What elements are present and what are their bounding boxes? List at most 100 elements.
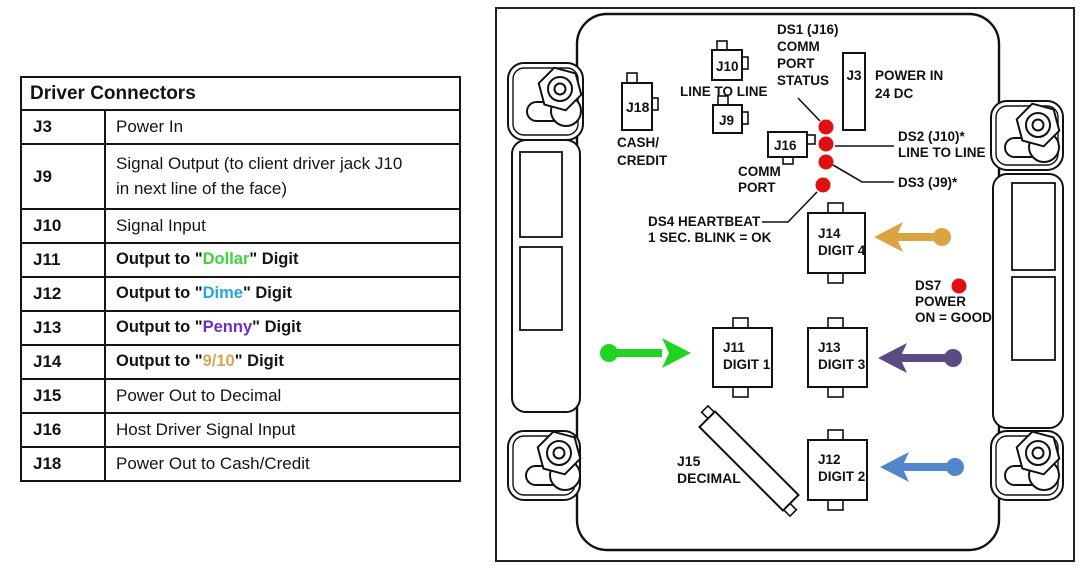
connector-j11: J11 DIGIT 1	[712, 317, 773, 398]
connector-j14: J14 DIGIT 4	[807, 202, 866, 284]
svg-text:DS7: DS7	[915, 278, 941, 293]
connector-label: DIGIT 1	[723, 357, 771, 372]
connector-id: J12	[818, 452, 841, 467]
table-row-j10: J10 Signal Input	[20, 208, 461, 244]
table-row-j16: J16 Host Driver Signal Input	[20, 412, 461, 448]
side-strip-left	[511, 139, 581, 413]
colored-word: Dime	[202, 284, 243, 303]
jack-cell: J18	[20, 446, 106, 482]
connector-id: J11	[723, 340, 745, 355]
table-row-j15: J15 Power Out to Decimal	[20, 378, 461, 414]
svg-text:DS2 (J10)*: DS2 (J10)*	[898, 129, 966, 144]
jack-cell: J10	[20, 208, 106, 244]
svg-text:1 SEC. BLINK = OK: 1 SEC. BLINK = OK	[648, 230, 772, 245]
connector-j12: J12 DIGIT 2	[807, 429, 868, 511]
jack-cell: J3	[20, 109, 106, 145]
led-ds4-label: DS4 HEARTBEAT 1 SEC. BLINK = OK	[648, 191, 818, 245]
led-ds7-label: DS7 POWER ON = GOOD	[915, 278, 992, 325]
connector-label: CREDIT	[617, 153, 668, 168]
svg-text:ON = GOOD: ON = GOOD	[915, 310, 992, 325]
colored-word: Penny	[202, 318, 253, 337]
desc-cell: Power In	[104, 109, 461, 145]
connector-label: DIGIT 3	[818, 357, 866, 372]
desc-cell: Signal Input	[104, 208, 461, 244]
connector-label: DIGIT 4	[818, 243, 866, 258]
table-row-j13: J13 Output to "Penny" Digit	[20, 310, 461, 346]
svg-text:STATUS: STATUS	[777, 73, 829, 88]
led-ds3-label: DS3 (J9)*	[832, 164, 958, 190]
connector-id: J18	[626, 99, 650, 115]
svg-text:PORT: PORT	[777, 56, 815, 71]
mounting-ear-top-left	[507, 62, 584, 141]
table-row-j11: J11 Output to "Dollar" Digit	[20, 242, 461, 278]
table-header-row: Driver Connectors	[20, 76, 461, 111]
table-row-j14: J14 Output to "9/10" Digit	[20, 344, 461, 380]
jack-cell: J12	[20, 276, 106, 312]
connector-id: J10	[716, 59, 739, 74]
desc-cell: Power Out to Cash/Credit	[104, 446, 461, 482]
arrow-digit2	[880, 452, 964, 482]
desc-cell: Host Driver Signal Input	[104, 412, 461, 448]
driver-connectors-table: Driver Connectors J3 Power In J9 Signal …	[20, 76, 461, 482]
colored-word: 9/10	[202, 352, 235, 371]
jack-cell: J11	[20, 242, 106, 278]
driver-board-diagram: J18 CASH/ CREDIT J10 LINE TO LINE J9 J16…	[495, 7, 1075, 562]
connector-id: J3	[846, 68, 862, 83]
slot-window	[1011, 182, 1056, 271]
callout-line	[762, 191, 818, 223]
led-ds1-label: DS1 (J16) COMM PORT STATUS	[777, 22, 839, 122]
connector-j16: J16 COMM PORT	[738, 131, 816, 195]
callout-line	[797, 97, 821, 122]
led-ds2	[818, 136, 834, 152]
connector-label: CASH/	[617, 135, 659, 150]
desc-cell: Output to "Penny" Digit	[104, 310, 461, 346]
arrow-digit1	[600, 338, 691, 368]
mounting-ear-bottom-right	[990, 430, 1064, 501]
led-ds4	[815, 177, 831, 193]
connector-label: LINE TO LINE	[680, 84, 768, 99]
connector-j9: J9	[712, 95, 749, 134]
table-row-j3: J3 Power In	[20, 109, 461, 145]
mounting-ear-bottom-left	[507, 430, 582, 501]
connector-label: PORT	[738, 180, 776, 195]
side-strip-right	[992, 173, 1064, 429]
connector-j15: J15 DECIMAL	[677, 404, 800, 518]
svg-text:POWER: POWER	[915, 294, 966, 309]
colored-word: Dollar	[202, 250, 250, 269]
connector-label: 24 DC	[875, 86, 914, 101]
desc-cell: Output to "9/10" Digit	[104, 344, 461, 380]
jack-cell: J16	[20, 412, 106, 448]
led-ds2-label: DS2 (J10)* LINE TO LINE	[835, 129, 986, 160]
desc-cell: Power Out to Decimal	[104, 378, 461, 414]
table-title: Driver Connectors	[20, 76, 461, 111]
svg-text:DS4 HEARTBEAT: DS4 HEARTBEAT	[648, 214, 761, 229]
table-row-j12: J12 Output to "Dime" Digit	[20, 276, 461, 312]
jack-cell: J14	[20, 344, 106, 380]
svg-text:DS1 (J16): DS1 (J16)	[777, 22, 839, 37]
led-ds7	[951, 278, 967, 294]
table-row-j9: J9 Signal Output (to client driver jack …	[20, 143, 461, 210]
connector-id: J9	[719, 113, 734, 128]
connector-id: J14	[818, 226, 841, 241]
led-ds3	[818, 154, 834, 170]
svg-text:COMM: COMM	[777, 39, 820, 54]
table-row-j18: J18 Power Out to Cash/Credit	[20, 446, 461, 482]
jack-cell: J15	[20, 378, 106, 414]
connector-j10: J10 LINE TO LINE	[680, 40, 768, 99]
connector-label: DECIMAL	[677, 470, 741, 486]
jack-cell: J9	[20, 143, 106, 210]
connector-j13: J13 DIGIT 3	[807, 317, 868, 398]
slot-window	[519, 246, 563, 331]
jack-cell: J13	[20, 310, 106, 346]
desc-cell: Output to "Dollar" Digit	[104, 242, 461, 278]
callout-line	[832, 164, 894, 183]
svg-text:LINE TO LINE: LINE TO LINE	[898, 145, 986, 160]
arrow-digit3	[878, 343, 962, 373]
connector-j3: J3 POWER IN 24 DC	[842, 52, 943, 131]
desc-cell: Signal Output (to client driver jack J10…	[104, 143, 461, 210]
connector-label: POWER IN	[875, 68, 943, 83]
connector-id: J15	[677, 453, 701, 469]
led-ds1	[818, 119, 834, 135]
connector-j18: J18 CASH/ CREDIT	[617, 72, 668, 168]
